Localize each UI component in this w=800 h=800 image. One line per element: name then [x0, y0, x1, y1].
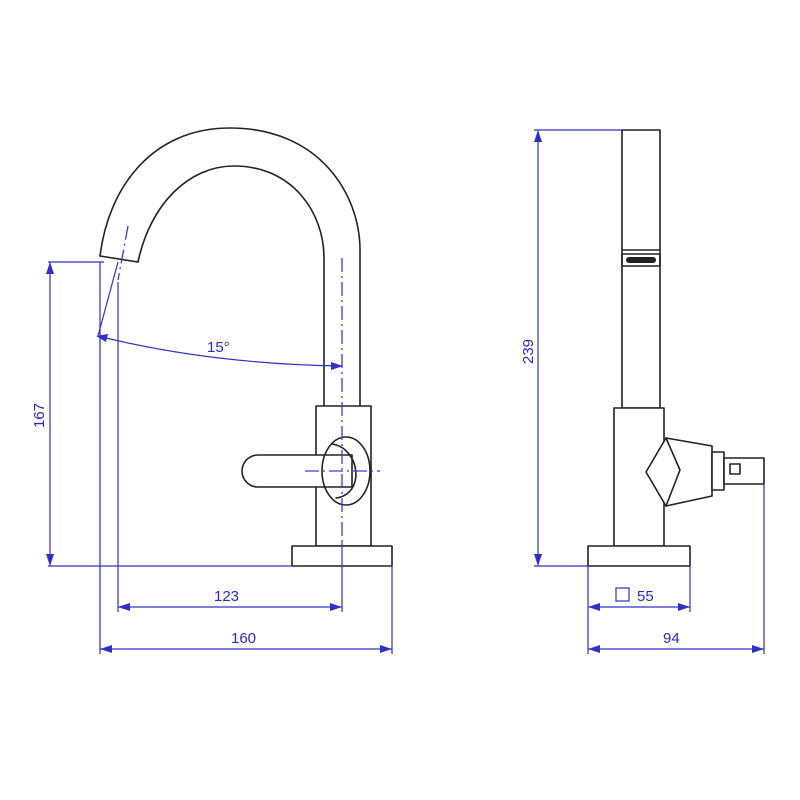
depth-arrow-right	[752, 645, 764, 653]
depth-arrow-left	[588, 645, 600, 653]
height-label: 167	[31, 403, 48, 428]
aerator-slot	[626, 257, 656, 263]
depth-label: 94	[663, 630, 680, 647]
height-arrow-bottom	[46, 554, 54, 566]
width-arrow-left	[100, 645, 112, 653]
spout-outlet	[99, 255, 139, 263]
lever-handle	[241, 454, 353, 488]
side-view: 239 55 94	[520, 129, 765, 654]
spout-inner-curve	[137, 165, 325, 407]
angle-arrow-right	[331, 362, 343, 370]
spout-outer-curve	[99, 127, 361, 407]
side-spout	[621, 129, 661, 409]
angle-leader	[97, 261, 119, 337]
reach-arrow-right	[330, 603, 342, 611]
angle-arc	[97, 335, 343, 367]
angle-arrow-left	[96, 334, 108, 342]
base-arrow-left	[588, 603, 600, 611]
side-handle-ring	[711, 451, 725, 491]
side-height-arrow-bottom	[534, 554, 542, 566]
side-height-label: 239	[520, 339, 537, 364]
angle-label: 15°	[207, 339, 230, 356]
base-label: 55	[637, 588, 654, 605]
height-arrow-top	[46, 262, 54, 274]
base-arrow-right	[678, 603, 690, 611]
side-handle-facet	[665, 437, 681, 507]
square-symbol-icon	[615, 587, 630, 602]
reach-arrow-left	[118, 603, 130, 611]
reach-label: 123	[214, 588, 239, 605]
handle-hub-outer	[321, 436, 371, 506]
width-label: 160	[231, 630, 256, 647]
outlet-centerline	[117, 225, 129, 281]
aerator-band	[621, 253, 661, 267]
side-handle-key	[729, 463, 741, 475]
side-height-arrow-top	[534, 130, 542, 142]
side-base	[587, 545, 691, 567]
front-view: 15° 167 123 160	[31, 127, 393, 654]
width-arrow-right	[380, 645, 392, 653]
